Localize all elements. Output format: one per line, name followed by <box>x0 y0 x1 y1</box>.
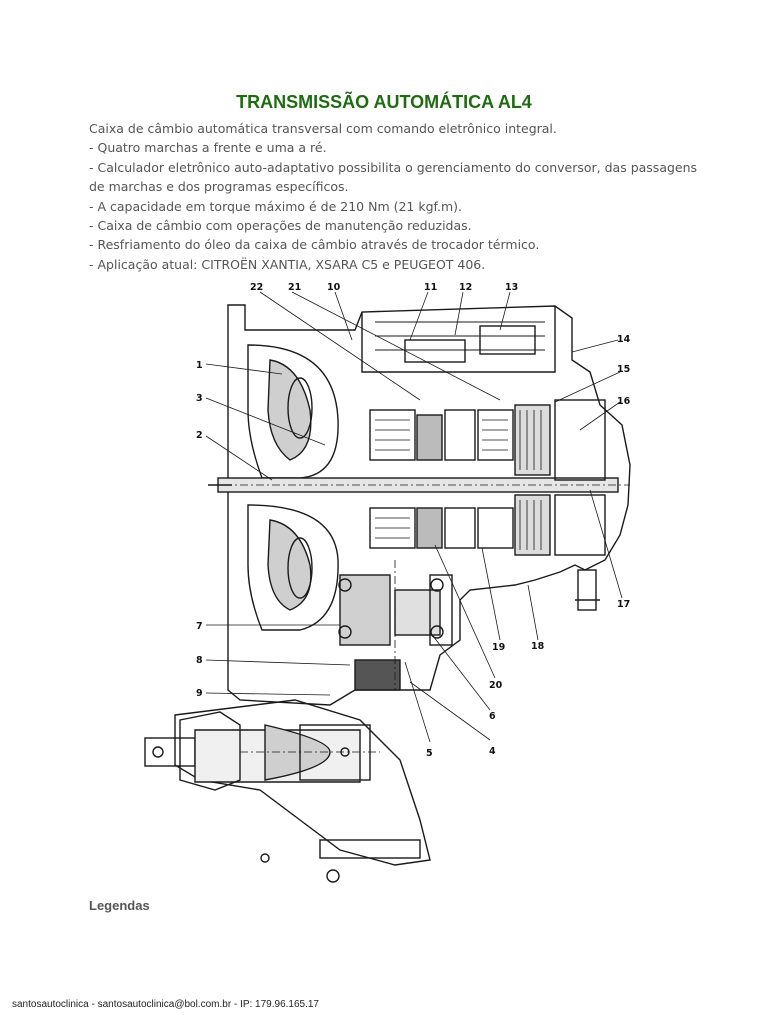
callout-10: 10 <box>327 282 341 293</box>
paragraph-line: - Calculador eletrônico auto-adaptativo … <box>89 159 698 175</box>
paragraph-line: Caixa de câmbio automática transversal c… <box>89 121 557 136</box>
figure-callouts: 1 2 3 4 5 6 7 8 9 10 11 12 13 14 15 16 1… <box>196 282 631 759</box>
callout-16: 16 <box>617 396 631 407</box>
callout-11: 11 <box>424 282 437 293</box>
callout-17: 17 <box>617 599 630 610</box>
callout-7: 7 <box>196 621 203 632</box>
callout-6: 6 <box>489 711 496 722</box>
callout-3: 3 <box>196 393 203 404</box>
callout-4: 4 <box>489 746 496 757</box>
paragraph-line: - A capacidade em torque máximo é de 210… <box>89 198 463 214</box>
callout-15: 15 <box>617 364 630 375</box>
paragraph-line: - Aplicação atual: CITROËN XANTIA, XSARA… <box>89 256 486 272</box>
callout-14: 14 <box>617 334 631 345</box>
paragraph-line: - Quatro marchas a frente e uma a ré. <box>89 140 327 156</box>
callout-18: 18 <box>531 641 545 652</box>
callout-21: 21 <box>288 282 301 293</box>
callout-1: 1 <box>196 360 203 371</box>
callout-leaders <box>205 291 623 743</box>
callout-9: 9 <box>196 688 203 699</box>
legend-heading: Legendas <box>89 898 150 913</box>
center-lines <box>208 484 630 753</box>
callout-12: 12 <box>459 282 472 293</box>
callout-19: 19 <box>492 642 505 653</box>
callout-20: 20 <box>489 680 503 691</box>
callout-2: 2 <box>196 430 203 441</box>
description-paragraph: Caixa de câmbio automática transversal c… <box>89 119 719 274</box>
callout-22: 22 <box>250 282 263 293</box>
paragraph-line: - Resfriamento do óleo da caixa de câmbi… <box>89 237 540 253</box>
page-footer: santosautoclinica - santosautoclinica@bo… <box>12 999 319 1010</box>
page-title: TRANSMISSÃO AUTOMÁTICA AL4 <box>236 92 532 112</box>
callout-8: 8 <box>196 655 203 666</box>
drawing-body <box>144 304 631 883</box>
callout-13: 13 <box>505 282 518 293</box>
callout-5: 5 <box>426 748 433 759</box>
paragraph-line: - Caixa de câmbio com operações de manut… <box>89 218 472 234</box>
paragraph-line: de marchas e dos programas específicos. <box>89 179 349 195</box>
